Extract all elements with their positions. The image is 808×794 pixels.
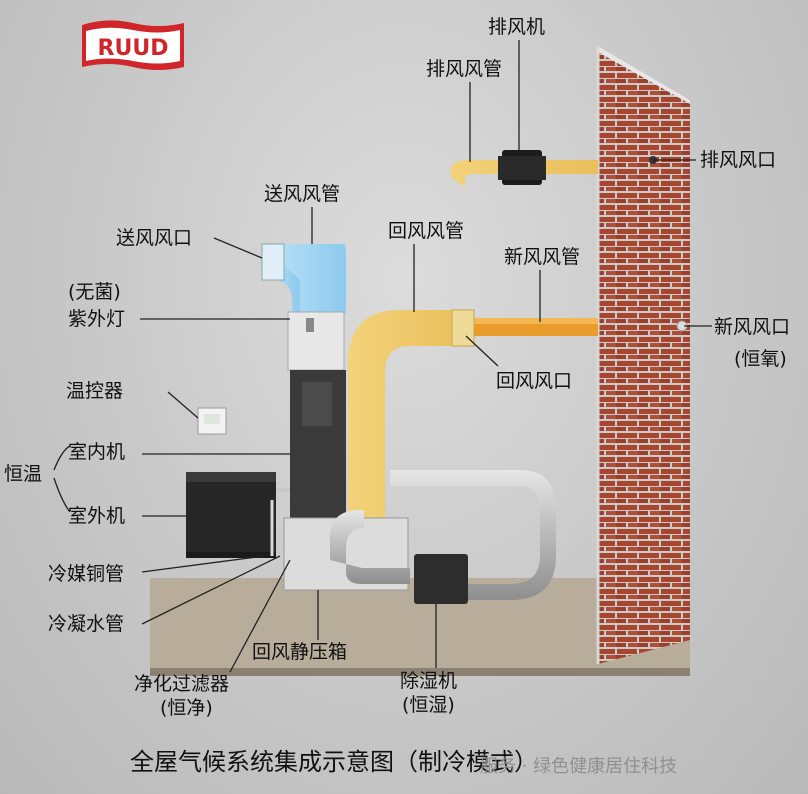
label-fresh-air-duct: 新风风管 bbox=[504, 246, 581, 268]
label-thermostat: 温控器 bbox=[66, 380, 124, 402]
label-fresh-air-inlet: 新风风口 bbox=[714, 316, 791, 338]
label-dehumidifier-note: (恒湿) bbox=[402, 694, 455, 716]
supply-outlet bbox=[261, 243, 285, 281]
dehumidifier-duct bbox=[330, 510, 410, 584]
label-supply-duct: 送风风管 bbox=[264, 183, 341, 205]
brick-wall bbox=[598, 46, 690, 664]
label-refrigerant-pipe: 冷媒铜管 bbox=[48, 563, 125, 585]
label-purifier-note: (恒净) bbox=[160, 697, 213, 719]
label-indoor-unit: 室内机 bbox=[68, 441, 126, 463]
label-purifier-filter: 净化过滤器 bbox=[134, 673, 230, 695]
label-uv-lamp-note: (无菌) bbox=[68, 281, 121, 303]
return-duct bbox=[348, 310, 470, 528]
logo-text: RUUD bbox=[98, 36, 169, 61]
diagram-caption: 全屋气候系统集成示意图（制冷模式） bbox=[130, 748, 538, 776]
outdoor-unit bbox=[186, 472, 276, 554]
label-return-plenum: 回风静压箱 bbox=[252, 641, 348, 663]
ruud-logo: RUUD bbox=[78, 17, 188, 75]
label-return-duct: 回风风管 bbox=[388, 220, 465, 242]
label-condensate-pipe: 冷凝水管 bbox=[48, 613, 125, 635]
label-constant-temp: 恒温 bbox=[4, 463, 43, 485]
watermark: 服务 · 绿色健康居住科技 bbox=[480, 756, 678, 777]
label-exhaust-outlet: 排风风口 bbox=[700, 149, 777, 171]
uv-lamp-box bbox=[287, 311, 345, 371]
label-exhaust-duct: 排风风管 bbox=[426, 58, 503, 80]
label-outdoor-unit: 室外机 bbox=[68, 505, 126, 527]
return-outlet bbox=[451, 309, 475, 347]
dehumidifier bbox=[414, 554, 468, 604]
leader-lines bbox=[53, 40, 712, 673]
label-exhaust-fan: 排风机 bbox=[488, 16, 546, 38]
label-fresh-air-inlet-note: (恒氧) bbox=[734, 348, 787, 370]
label-return-outlet: 回风风口 bbox=[496, 370, 573, 392]
label-supply-outlet: 送风风口 bbox=[116, 227, 193, 249]
label-dehumidifier: 除湿机 bbox=[400, 670, 458, 692]
floor bbox=[150, 578, 690, 668]
label-uv-lamp: 紫外灯 bbox=[68, 308, 126, 330]
